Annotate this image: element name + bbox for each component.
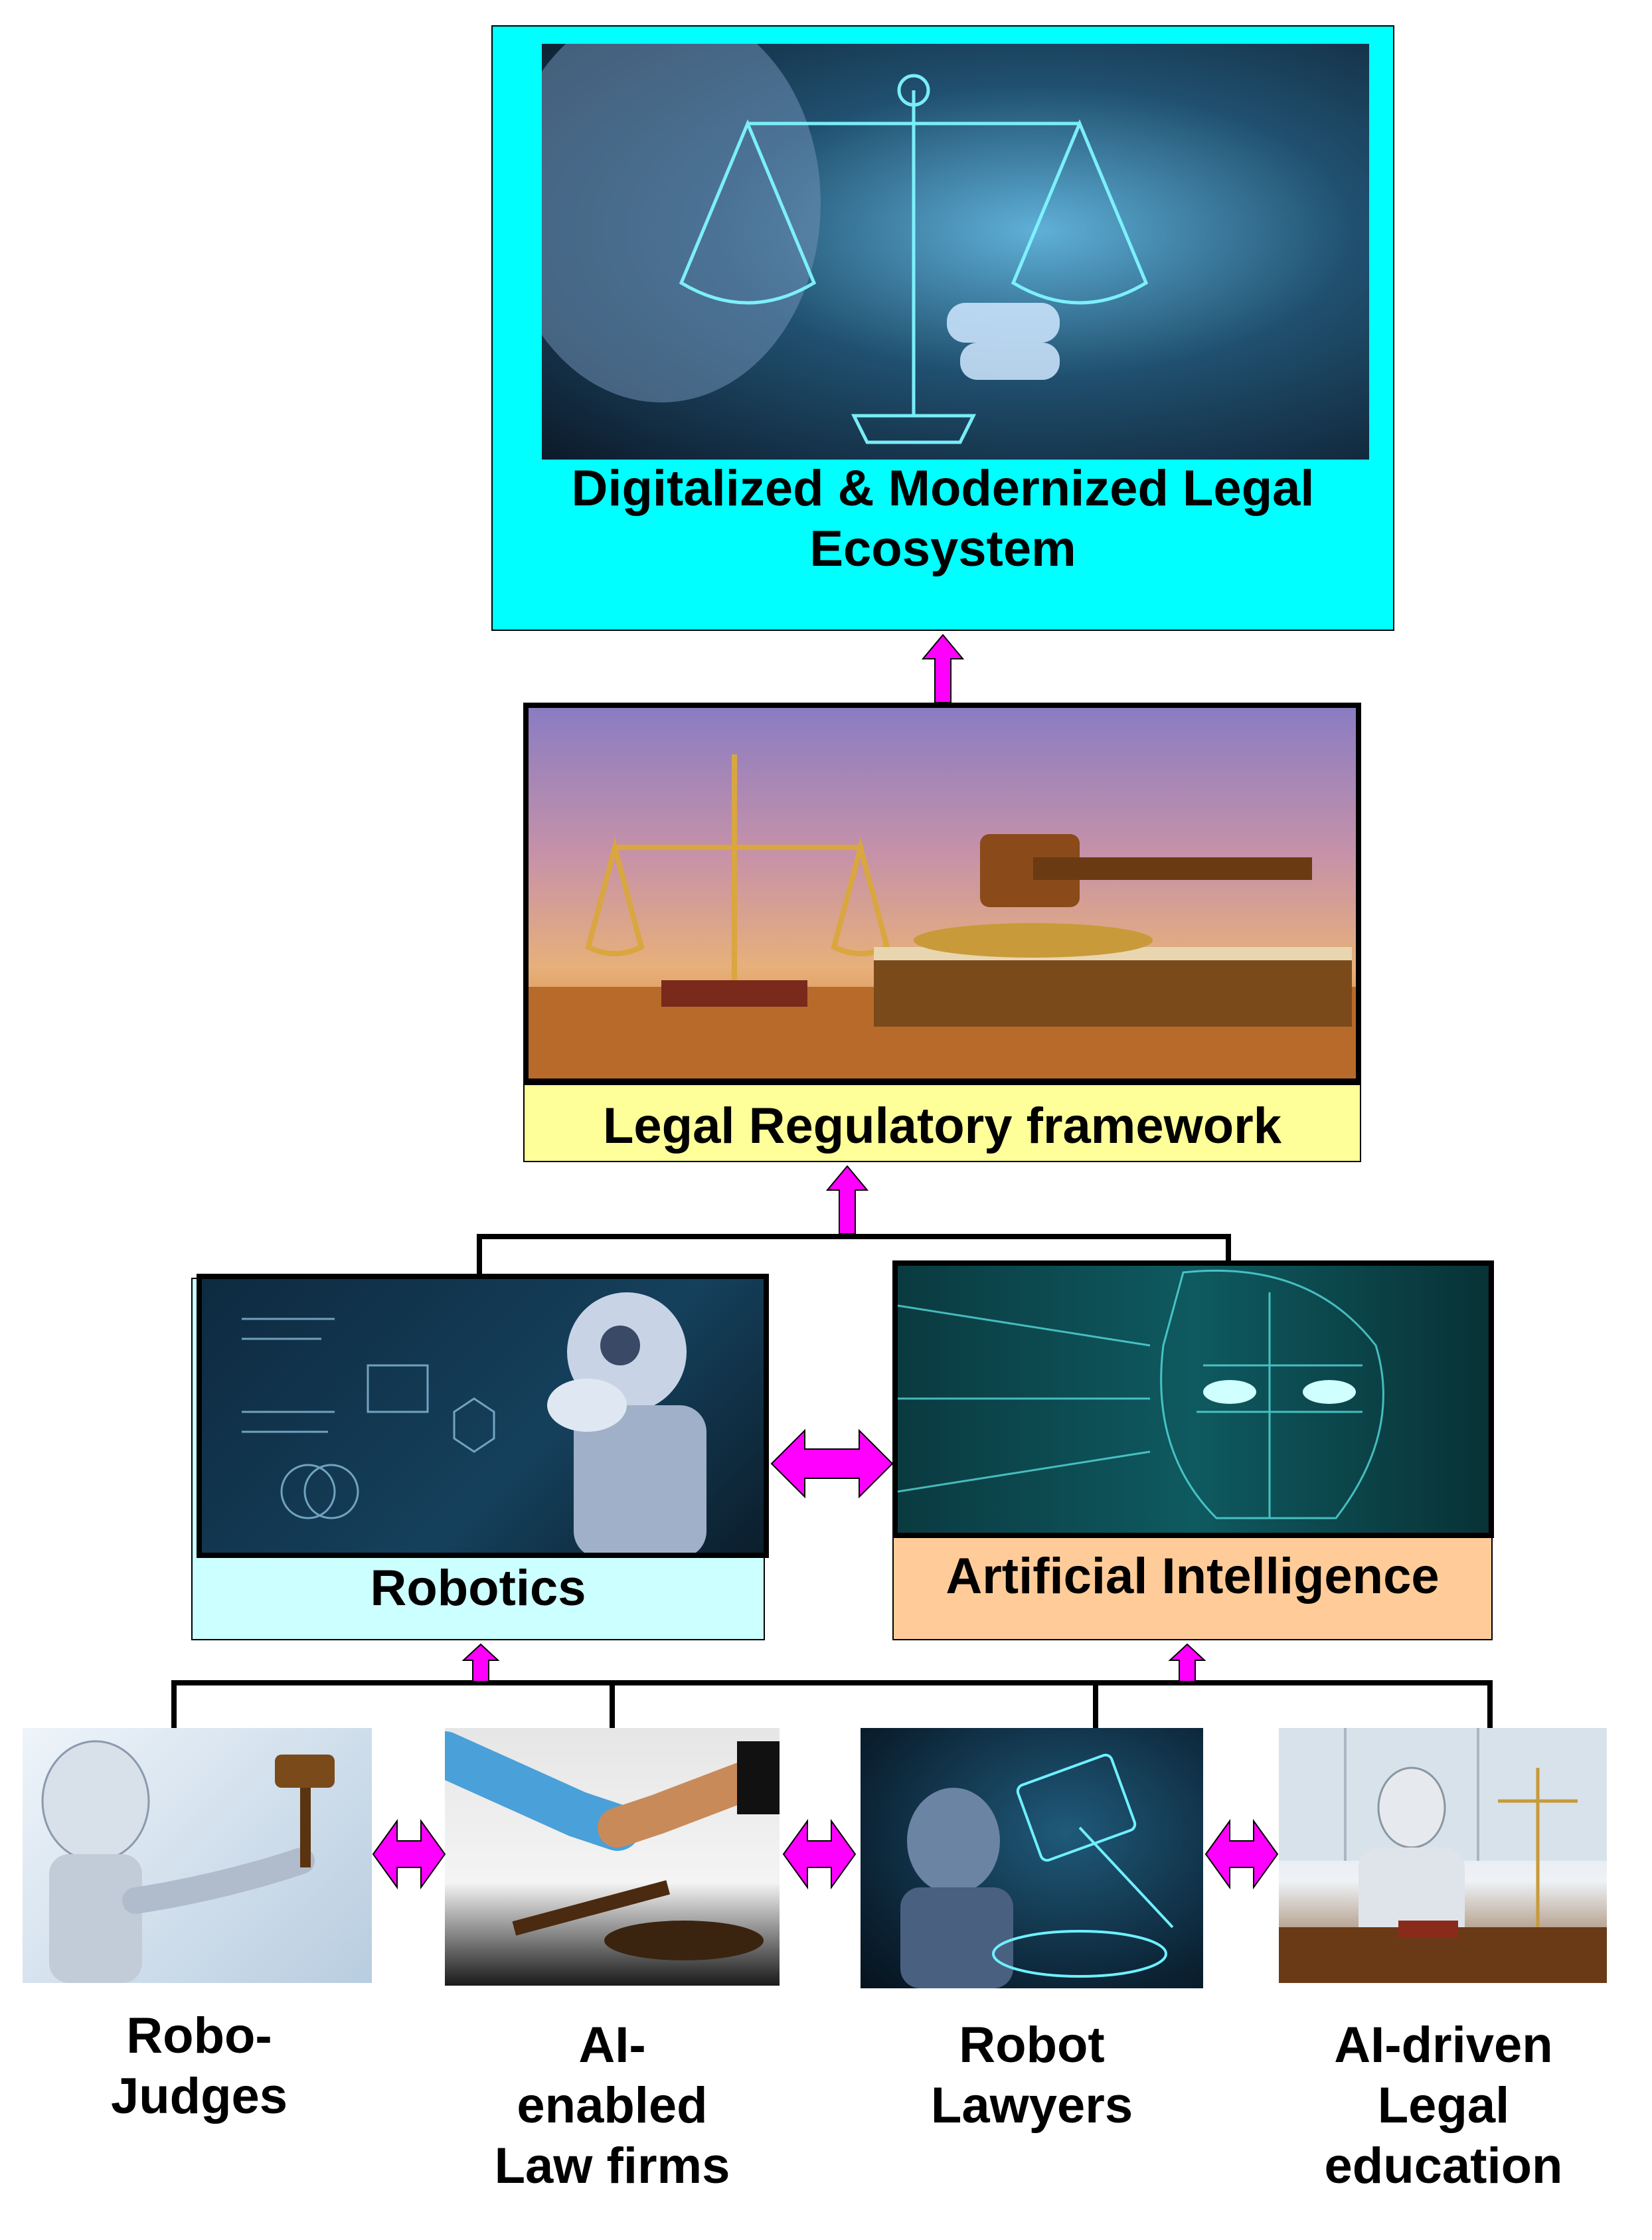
robot-teacher-desk-scales-image [1279,1728,1607,1983]
scales-of-justice-robot-hand-image [542,44,1369,460]
thinking-robot-with-formulas-image [197,1274,769,1558]
scales-and-gavel-on-book-image [523,703,1361,1084]
bottom-label-ai-legal-education: AI-driven Legal education [1324,2017,1563,2195]
up-arrow-icon [1168,1643,1206,1682]
double-arrow-icon [782,1818,857,1890]
robotics-label: Robotics [370,1560,586,1616]
ai-label: Artificial Intelligence [946,1548,1440,1604]
up-arrow-icon [461,1643,500,1682]
robot-human-handshake-gavel-image [445,1728,780,1986]
wireframe-digital-face-image [892,1260,1494,1538]
legal-label-box [523,1084,1361,1162]
bottom-label-ai-law-firms: AI- enabled Law firms [494,2017,730,2195]
bottom-bracket-line [171,1680,1493,1728]
up-arrow-icon [825,1165,869,1235]
bottom-label-robot-lawyers: Robot Lawyers [930,2017,1133,2134]
double-arrow-icon [1204,1818,1279,1890]
double-arrow-icon [372,1818,446,1890]
robot-holding-gavel-image [23,1728,372,1983]
upper-bracket-line [477,1234,1231,1280]
robot-with-digital-gavel-image [861,1728,1203,1988]
legal-label: Legal Regulatory framework [602,1098,1282,1154]
top-box-label: Digitalized & Modernized Legal Ecosystem [571,460,1315,578]
up-arrow-icon [921,634,965,703]
bottom-label-robo-judges: Robo- Judges [110,2008,288,2125]
double-arrow-icon [770,1428,894,1499]
